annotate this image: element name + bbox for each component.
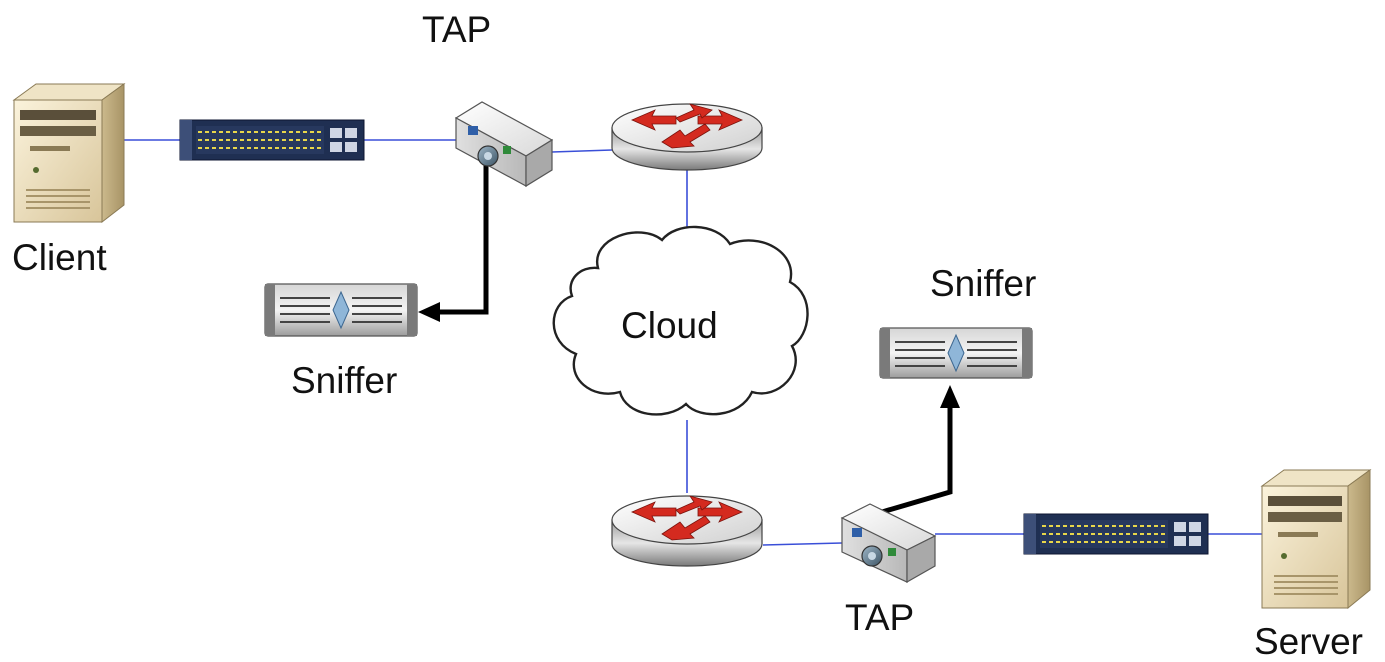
sniffer-right-rack-server-icon bbox=[879, 327, 1033, 379]
label-tap-top: TAP bbox=[422, 9, 491, 50]
sniffer-left-rack-server-icon bbox=[264, 283, 418, 337]
links bbox=[120, 139, 1262, 546]
arrowhead-right bbox=[940, 385, 960, 408]
link-router-tap bbox=[762, 542, 843, 546]
label-sniffer-right: Sniffer bbox=[930, 263, 1036, 304]
server-server-tower-icon bbox=[1260, 469, 1372, 610]
label-client: Client bbox=[12, 237, 107, 278]
switch-left-network-switch-icon bbox=[179, 119, 365, 161]
tap-left-network-tap-icon bbox=[454, 101, 554, 188]
link-tap-router bbox=[551, 149, 613, 153]
router-bottom-router-icon bbox=[611, 495, 763, 567]
tap-right-network-tap-icon bbox=[840, 503, 937, 584]
arrowhead-left bbox=[418, 302, 440, 322]
tap-link-left bbox=[438, 165, 489, 315]
router-top-router-icon bbox=[611, 103, 763, 171]
client-server-tower-icon bbox=[12, 83, 126, 224]
cloud-icon bbox=[552, 225, 809, 416]
label-server: Server bbox=[1254, 621, 1363, 662]
tap-link-right bbox=[881, 405, 953, 515]
label-cloud: Cloud bbox=[621, 305, 718, 346]
label-tap-bottom: TAP bbox=[845, 597, 914, 638]
label-sniffer-left: Sniffer bbox=[291, 360, 397, 401]
switch-right-network-switch-icon bbox=[1023, 513, 1209, 555]
